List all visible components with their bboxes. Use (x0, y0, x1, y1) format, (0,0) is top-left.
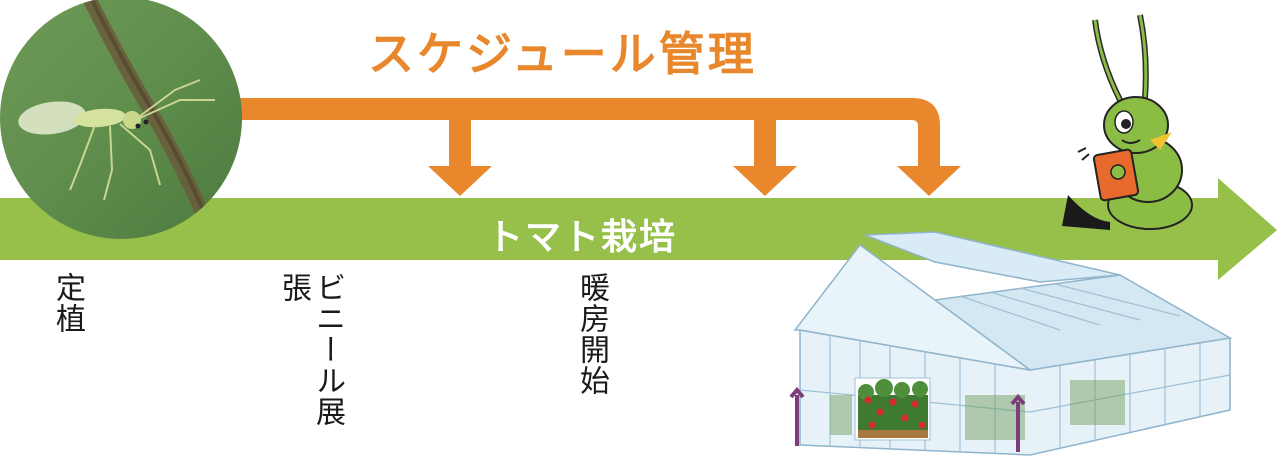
milestone-vinyl: ビニール展張 (276, 272, 345, 427)
cricket-mascot-icon (1062, 14, 1193, 230)
milestone-heating: 暖房開始 (574, 272, 609, 396)
schedule-bracket (238, 98, 961, 196)
timeline-bar-label: トマト栽培 (487, 217, 678, 258)
milestone-planting: 定植 (50, 272, 85, 334)
schedule-title: スケジュール管理 (368, 27, 757, 81)
insect-photo-icon (0, 0, 242, 239)
greenhouse-icon (789, 231, 1233, 456)
